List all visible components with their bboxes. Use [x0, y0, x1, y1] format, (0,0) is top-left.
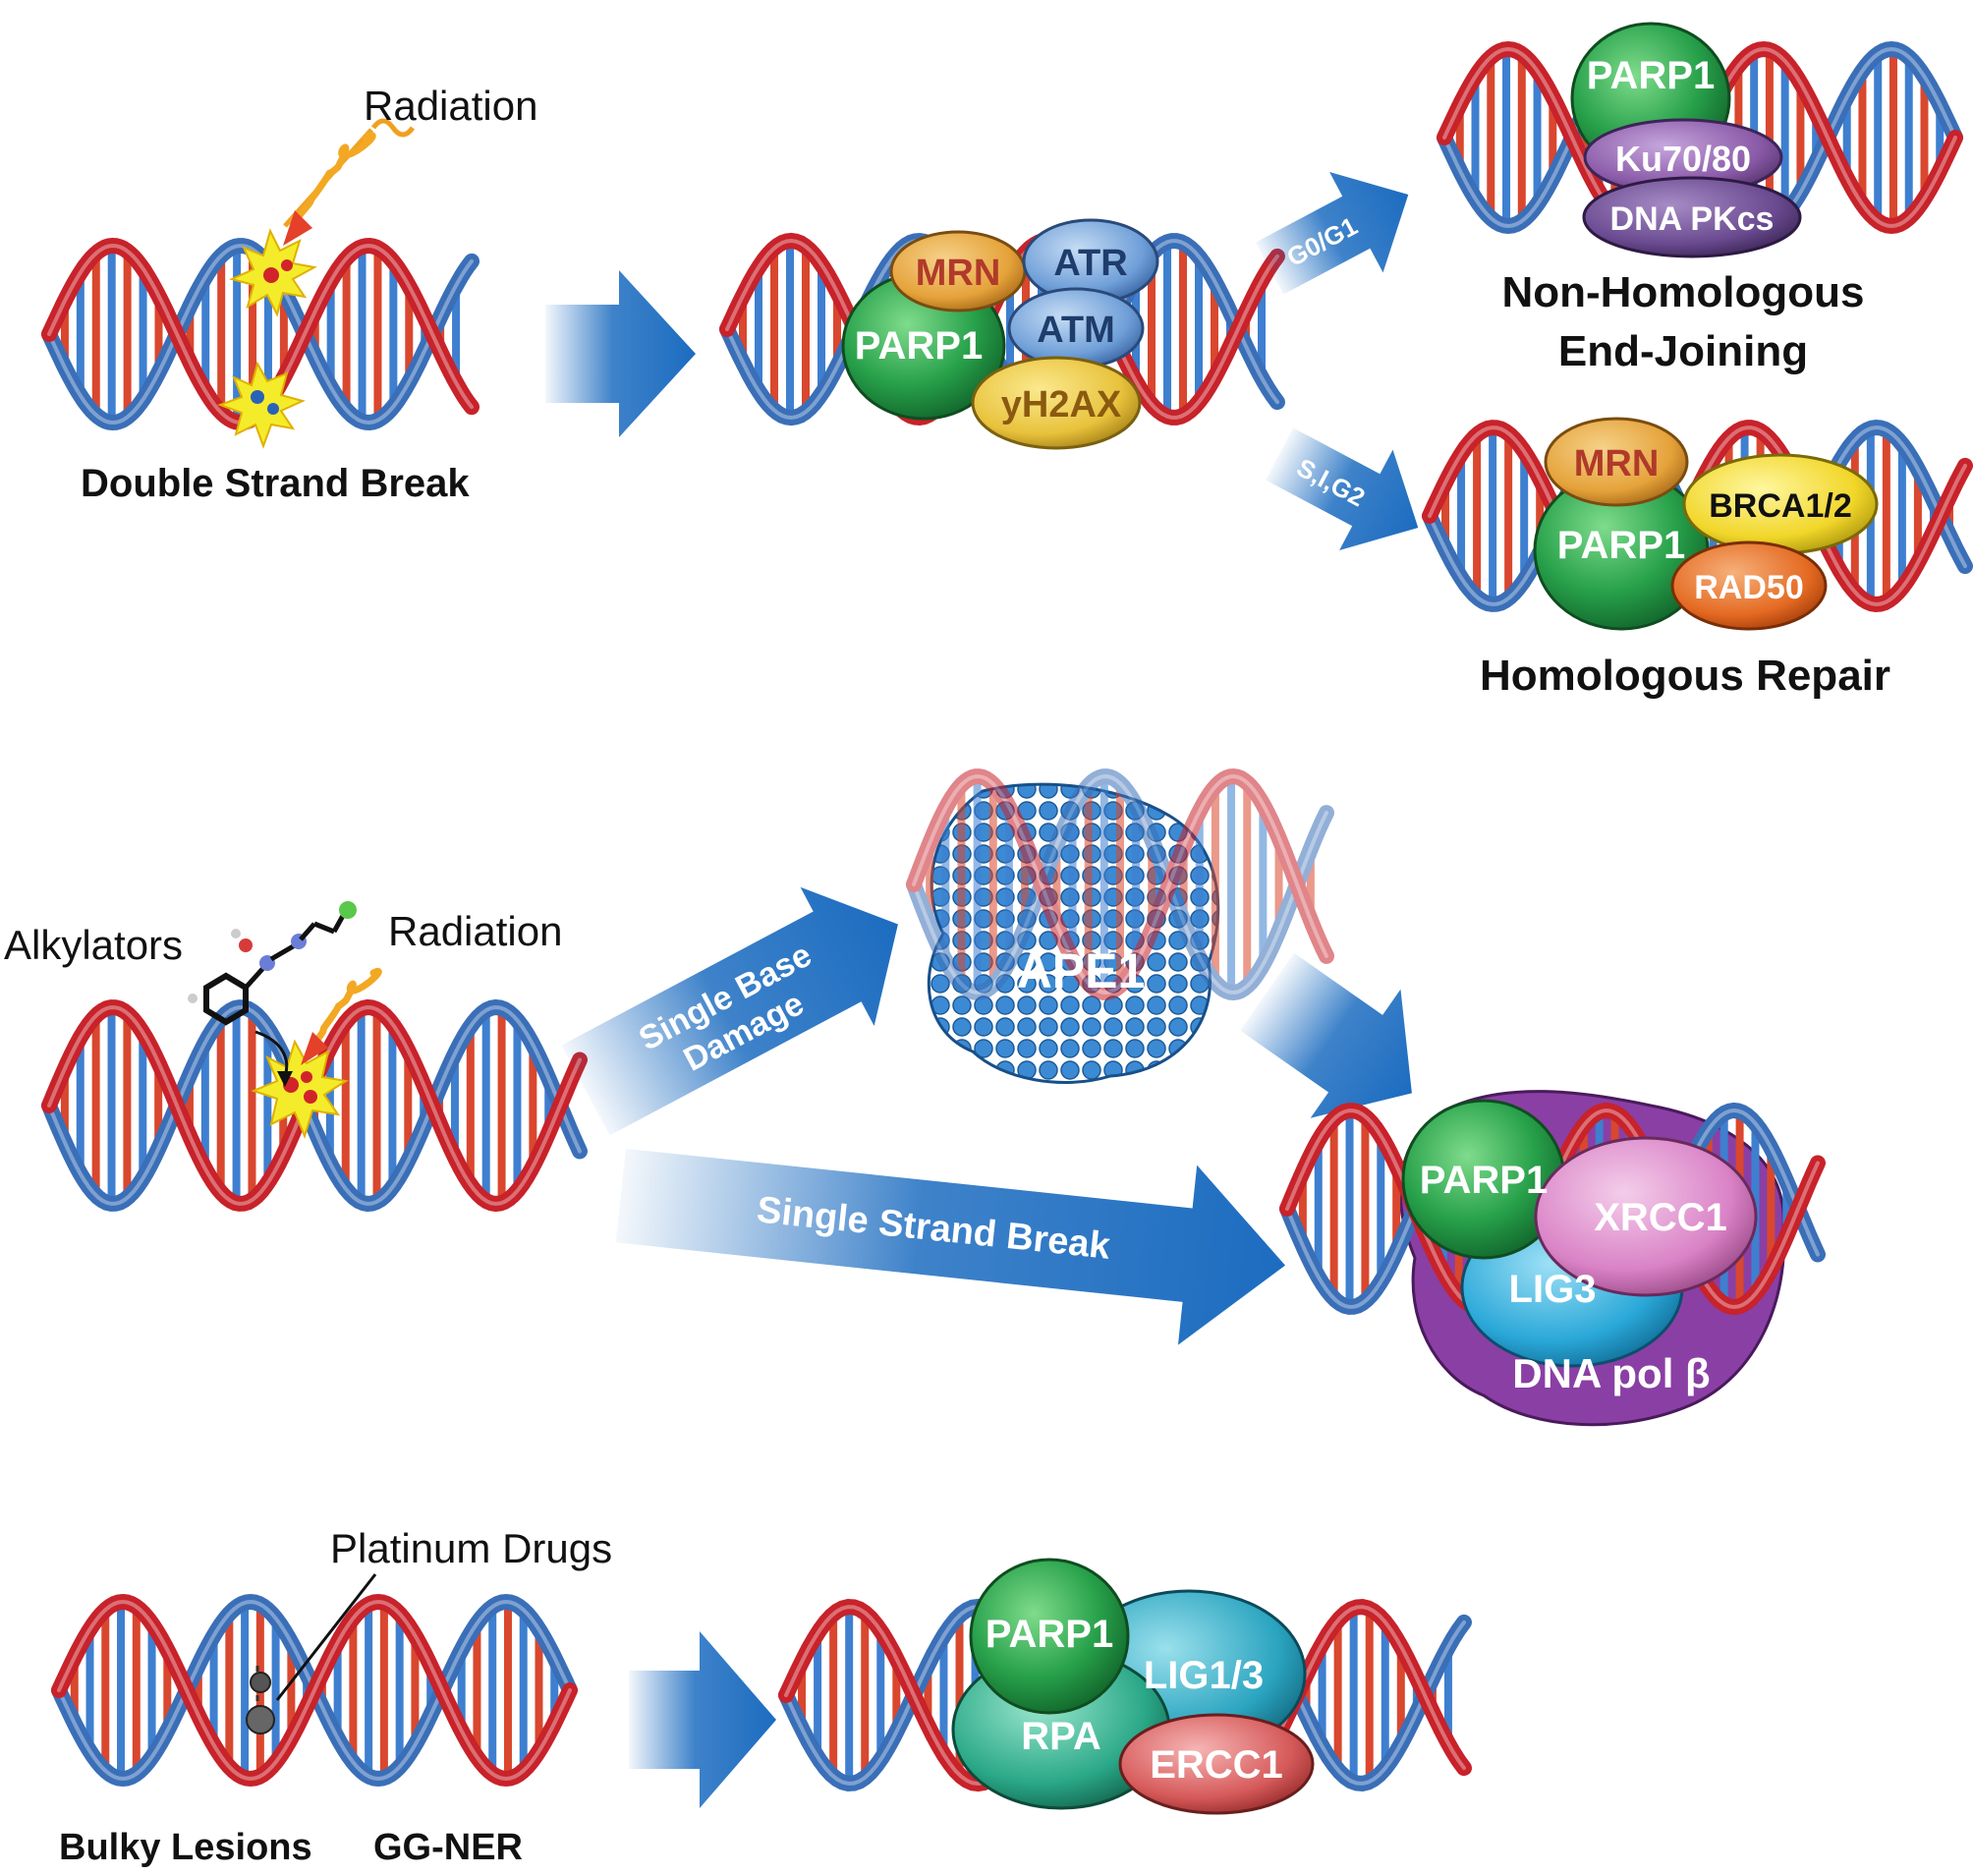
dna-helix-ape1 [906, 767, 1334, 1001]
label-ercc1: ERCC1 [1150, 1743, 1283, 1787]
gg-ner-label: GG-NER [373, 1827, 523, 1868]
dna-strand-red [51, 1593, 578, 1788]
dna-strand-highlight [57, 1599, 572, 1782]
double-strand-break-title: Double Strand Break [81, 462, 470, 505]
label-lig3: LIG3 [1509, 1268, 1597, 1311]
label-xrcc1: XRCC1 [1594, 1196, 1727, 1239]
label-parp1-nhej: PARP1 [1587, 54, 1715, 97]
label-parp1-hr: PARP1 [1557, 524, 1685, 567]
alkylators-label: Alkylators [4, 922, 183, 968]
protein-ercc1 [1118, 1713, 1315, 1815]
platinum-drugs-label: Platinum Drugs [330, 1525, 612, 1571]
label-yh2ax: yH2AX [1001, 384, 1122, 426]
nhej-title-line1: Non-Homologous [1501, 268, 1864, 316]
damage-dot [267, 403, 279, 415]
label-lig1-3: LIG1/3 [1144, 1654, 1264, 1697]
label-parp1-ssb: PARP1 [1420, 1159, 1548, 1202]
protein-parp1-ner [969, 1558, 1130, 1715]
damage-burst-icon [251, 1039, 349, 1139]
arrow-g0g1 [1255, 172, 1409, 295]
label-mrn-hr: MRN [1574, 443, 1660, 484]
label-parp1-ner: PARP1 [986, 1613, 1113, 1656]
label-parp1: PARP1 [855, 324, 983, 368]
label-rpa: RPA [1021, 1715, 1100, 1758]
dna-helix-bulky-lesion [51, 1593, 578, 1788]
radiation-arrowhead-icon [301, 1032, 328, 1065]
label-ape1: APE1 [1017, 943, 1146, 998]
label-dna-pol-beta: DNA pol β [1512, 1350, 1710, 1396]
dna-strand-blue [906, 767, 1334, 1001]
damage-burst-icon [217, 361, 306, 449]
curved-arrow-head-icon [277, 1071, 293, 1087]
pathway-arrow [545, 270, 696, 437]
dna-strand-highlight [912, 773, 1328, 995]
damage-dot [251, 390, 264, 404]
pathway-arrow [629, 1631, 776, 1808]
radiation-wave-icon [310, 967, 382, 1048]
alkylator-molecule-icon [188, 901, 357, 1026]
label-rad50: RAD50 [1694, 569, 1803, 606]
radiation-arrowhead-icon [283, 210, 312, 246]
damage-dot [301, 1071, 312, 1083]
protein-dna-pkcs [1582, 176, 1802, 258]
platinum-pointer-line [275, 1573, 377, 1701]
protein-rad50 [1670, 540, 1828, 631]
arrow-ape1-to-repair [1239, 952, 1412, 1118]
hr-title: Homologous Repair [1480, 652, 1890, 700]
dna-strand-highlight [47, 1004, 582, 1207]
protein-xrcc1 [1534, 1136, 1758, 1297]
nhej-title-line2: End-Joining [1558, 327, 1808, 375]
label-mrn: MRN [916, 253, 1001, 294]
dna-strand-highlight [912, 773, 1328, 995]
radiation-label-mid: Radiation [388, 908, 562, 954]
dna-helix-base-damage [41, 998, 588, 1213]
radiation-wave-icon [295, 132, 376, 220]
bulky-lesions-label: Bulky Lesions [59, 1827, 312, 1868]
radiation-label-top: Radiation [364, 83, 537, 129]
dna-strand-blue [41, 998, 588, 1213]
label-brca1-2: BRCA1/2 [1709, 487, 1851, 525]
label-ku70-80: Ku70/80 [1615, 139, 1751, 179]
damage-dot [263, 267, 279, 283]
platinum-adduct-icon [246, 1666, 275, 1734]
arrow-single-strand-break [615, 1148, 1286, 1345]
label-atm: ATM [1037, 310, 1115, 351]
damage-dot [304, 1090, 317, 1104]
arrow-sig2 [1265, 427, 1419, 550]
arrow-single-base-damage [561, 886, 898, 1136]
damage-dot [281, 259, 293, 271]
label-atr: ATR [1053, 243, 1127, 284]
protein-mrn-hr [1544, 417, 1689, 507]
label-dna-pkcs: DNA PKcs [1610, 200, 1775, 238]
protein-yh2ax [971, 356, 1142, 450]
dna-strand-red [906, 767, 1334, 1001]
